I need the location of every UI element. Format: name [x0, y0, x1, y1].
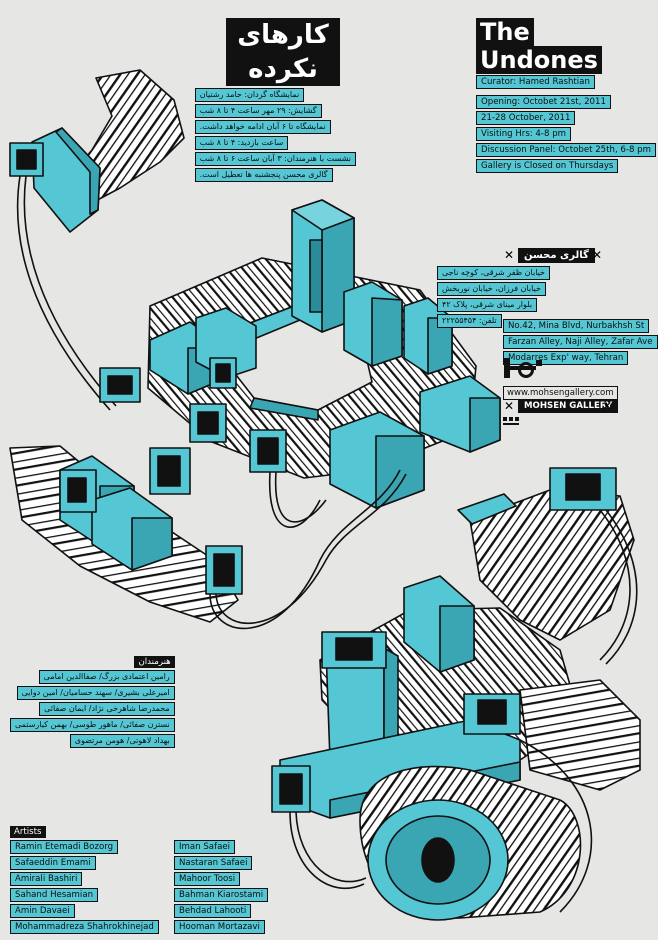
fa-info-duration: نمایشگاه تا ۶ آبان ادامه خواهد داشت. — [194, 120, 331, 134]
fa-artist-row: بهداد لاهوتی/ هومن مرتضوی — [69, 734, 175, 748]
gallery-fa-address: خیابان ظفر شرقی، کوچه ناجی خیابان فرزان،… — [437, 266, 550, 328]
gallery-en-address-line: Modarres Exp' way, Tehran — [503, 351, 629, 365]
fa-info-panel: نشست با هنرمندان: ۳ آبان ساعت ۶ تا ۸ شب — [194, 152, 356, 166]
fa-artist-row: نسترن صفائی/ ماهور طوسی/ بهمن کیارستمی — [10, 718, 175, 732]
en-info-hours: Visiting Hrs: 4-8 pm — [476, 127, 572, 141]
gallery-fa-address-line: خیابان فرزان، خیابان نوربخش — [437, 282, 546, 296]
en-artist-name: Mahoor Toosi — [174, 872, 241, 886]
gallery-cross-icon-right-bottom: ✕ — [602, 399, 613, 413]
fa-artists: هنرمندان رامین اعتمادی بزرگ/ صفاالدین ام… — [10, 656, 175, 748]
fa-info-list: نمایشگاه گردان: حامد رشتیان گشایش: ۲۹ مه… — [194, 88, 356, 182]
fa-title-line1: کارهای — [226, 18, 340, 52]
gallery-fa-address-line: خیابان ظفر شرقی، کوچه ناجی — [437, 266, 550, 280]
gallery-cross-icon-right: ✕ — [592, 248, 603, 262]
gallery-cross-icon-left-bottom: ✕ — [504, 399, 515, 413]
en-artist-name: Nastaran Safaei — [174, 856, 253, 870]
fa-info-hours: ساعت بازدید: ۴ تا ۸ شب — [194, 136, 289, 150]
en-info-opening: Opening: Octobet 21st, 2011 — [476, 95, 611, 109]
en-artists-col2: Iman Safaei Nastaran Safaei Mahoor Toosi… — [174, 840, 269, 934]
en-info-closed: Gallery is Closed on Thursdays — [476, 159, 619, 173]
fa-artist-row: امیرعلی بشیری/ سهند حسامیان/ امین دوایی — [16, 686, 175, 700]
fa-info-opening: گشایش: ۲۹ مهر ساعت ۴ تا ۸ شب — [194, 104, 322, 118]
en-artist-name: Ramin Etemadi Bozorg — [10, 840, 119, 854]
en-info-panel: Discussion Panel: Octobet 25th, 6-8 pm — [476, 143, 657, 157]
en-info-curator: Curator: Hamed Rashtian — [476, 75, 595, 89]
en-artist-name: Behdad Lahooti — [174, 904, 252, 918]
fa-artist-row: محمدرضا شاهرخی نژاد/ ایمان صفائی — [39, 702, 175, 716]
gallery-cross-icon-left: ✕ — [504, 248, 515, 262]
gallery-logo — [504, 358, 544, 382]
en-artist-name: Hooman Mortazavi — [174, 920, 265, 934]
gallery-fa-address-line: بلوار مینای شرقی، پلاک ۴۲ — [437, 298, 538, 312]
en-title-line2: Undones — [476, 46, 602, 74]
gallery-en-address-line: No.42, Mina Blvd, Nurbakhsh St — [503, 319, 650, 333]
en-artists-heading: Artists — [10, 826, 46, 838]
en-artist-name: Mohammadreza Shahrokhinejad — [10, 920, 159, 934]
gallery-fa-phone: تلفن: ۲۲۲۵۵۴۵۴ — [437, 314, 502, 328]
fa-artist-row: رامین اعتمادی بزرگ/ صفاالدین امامی — [38, 670, 175, 684]
gallery-en-address: No.42, Mina Blvd, Nurbakhsh St Farzan Al… — [503, 319, 658, 365]
en-artist-name: Safaeddin Emami — [10, 856, 96, 870]
en-info-list: Curator: Hamed Rashtian Opening: Octobet… — [476, 75, 657, 173]
fa-title-line2: نکرده — [226, 52, 340, 86]
fa-info-curator: نمایشگاه گردان: حامد رشتیان — [194, 88, 305, 102]
en-artist-name: Amirali Bashiri — [10, 872, 83, 886]
en-artist-name: Iman Safaei — [174, 840, 236, 854]
en-info-dates: 21-28 October, 2011 — [476, 111, 576, 125]
gallery-fa-name: گالری محسن — [518, 248, 595, 263]
gallery-en-address-line: Farzan Alley, Naji Alley, Zafar Ave — [503, 335, 658, 349]
en-artist-name: Amin Davaei — [10, 904, 75, 918]
en-artist-name: Bahman Kiarostami — [174, 888, 269, 902]
gallery-website[interactable]: www.mohsengallery.com — [503, 386, 618, 400]
gallery-en-name: MOHSEN GALLERY — [518, 400, 619, 413]
en-artist-name: Sahand Hesamian — [10, 888, 99, 902]
en-artists-col1: Artists Ramin Etemadi Bozorg Safaeddin E… — [10, 826, 159, 934]
fa-info-closed: گالری محسن پنجشنبه ها تعطیل است. — [194, 168, 333, 182]
fa-artists-heading: هنرمندان — [134, 656, 175, 668]
en-title-line1: The — [476, 18, 534, 46]
